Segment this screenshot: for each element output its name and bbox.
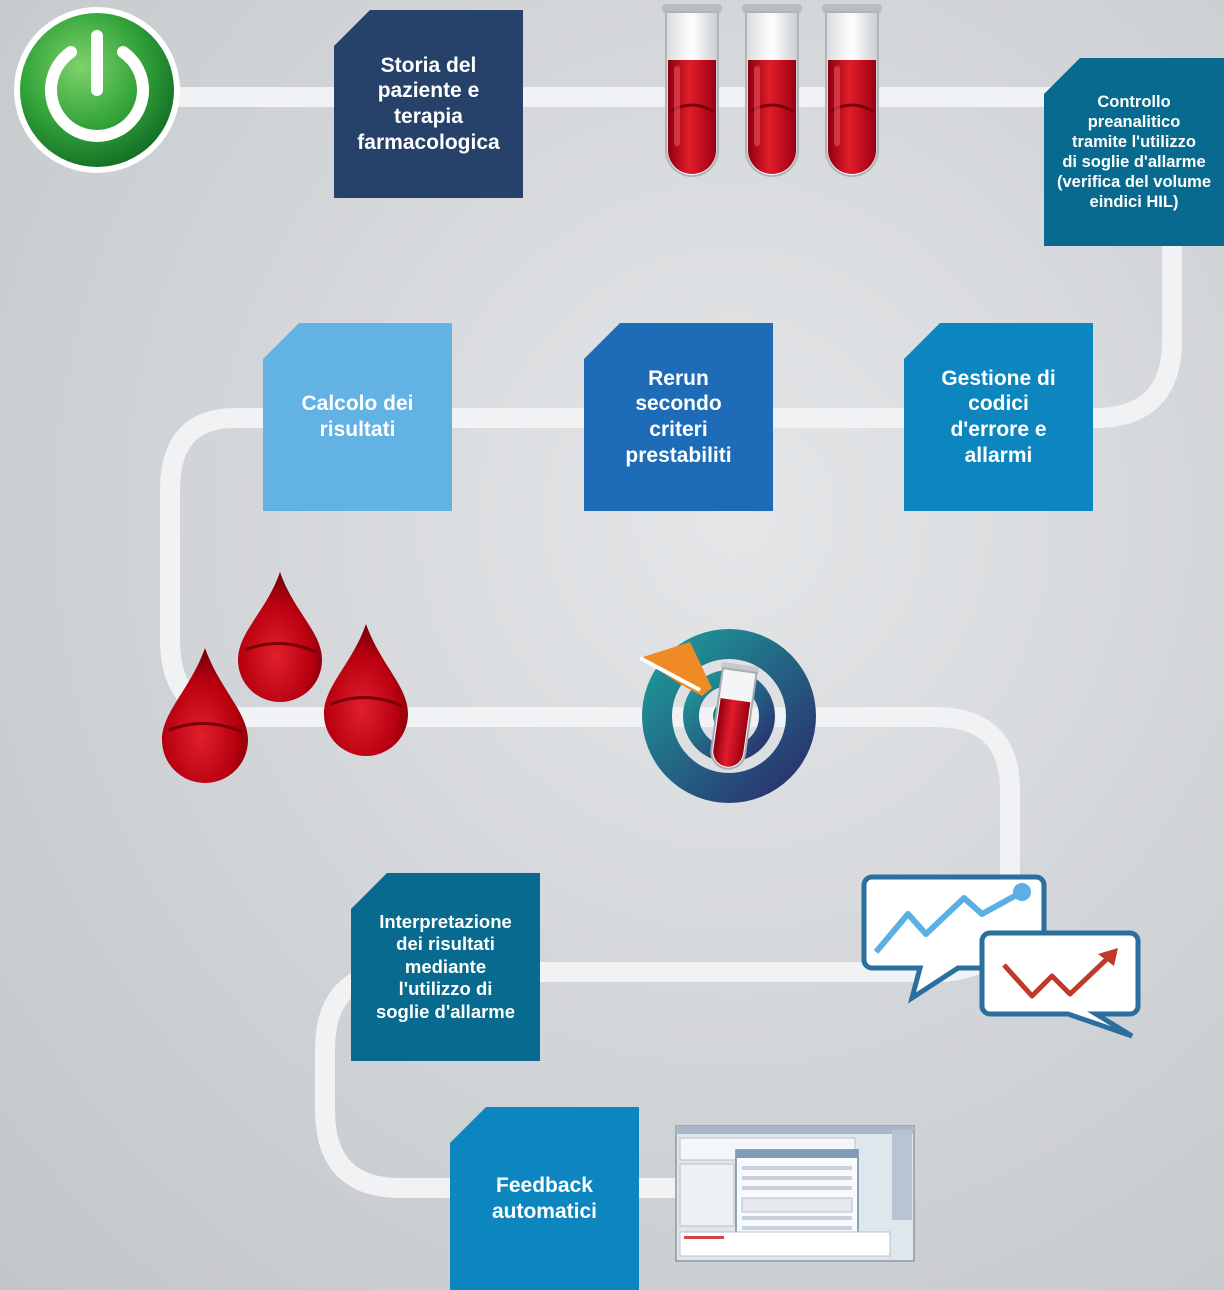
step-gestione-codici: Gestione di codici d'errore e allarmi bbox=[904, 323, 1093, 511]
target-tube-icon bbox=[639, 629, 816, 803]
step-calcolo-label: Calcolo dei risultati bbox=[301, 392, 414, 441]
step-storia-label: Storia del paziente e terapia farmacolog… bbox=[357, 53, 500, 154]
step-rerun: Rerun secondo criteri prestabiliti bbox=[584, 323, 773, 511]
chart-bubbles-icon bbox=[861, 874, 1141, 1039]
step-interpretazione: Interpretazione dei risultati mediante l… bbox=[351, 873, 540, 1061]
step-gestione-label: Gestione di codici d'errore e allarmi bbox=[941, 366, 1056, 467]
test-tubes-icon bbox=[662, 4, 882, 177]
blood-drops-icon bbox=[162, 572, 408, 783]
workflow-path bbox=[140, 87, 1182, 1198]
step-storia-del-paziente: Storia del paziente e terapia farmacolog… bbox=[334, 10, 523, 198]
step-controllo-label: Controllo preanalitico tramite l'utilizz… bbox=[1056, 92, 1212, 212]
step-rerun-label: Rerun secondo criteri prestabiliti bbox=[625, 366, 732, 467]
software-screenshot-icon bbox=[675, 1125, 915, 1262]
step-feedback-label: Feedback automatici bbox=[491, 1173, 598, 1223]
step-controllo-preanalitico: Controllo preanalitico tramite l'utilizz… bbox=[1044, 58, 1224, 246]
step-calcolo-risultati: Calcolo dei risultati bbox=[263, 323, 452, 511]
step-feedback-automatici: Feedback automatici bbox=[450, 1107, 639, 1290]
step-interpretazione-label: Interpretazione dei risultati mediante l… bbox=[375, 910, 516, 1022]
power-icon bbox=[14, 7, 180, 173]
